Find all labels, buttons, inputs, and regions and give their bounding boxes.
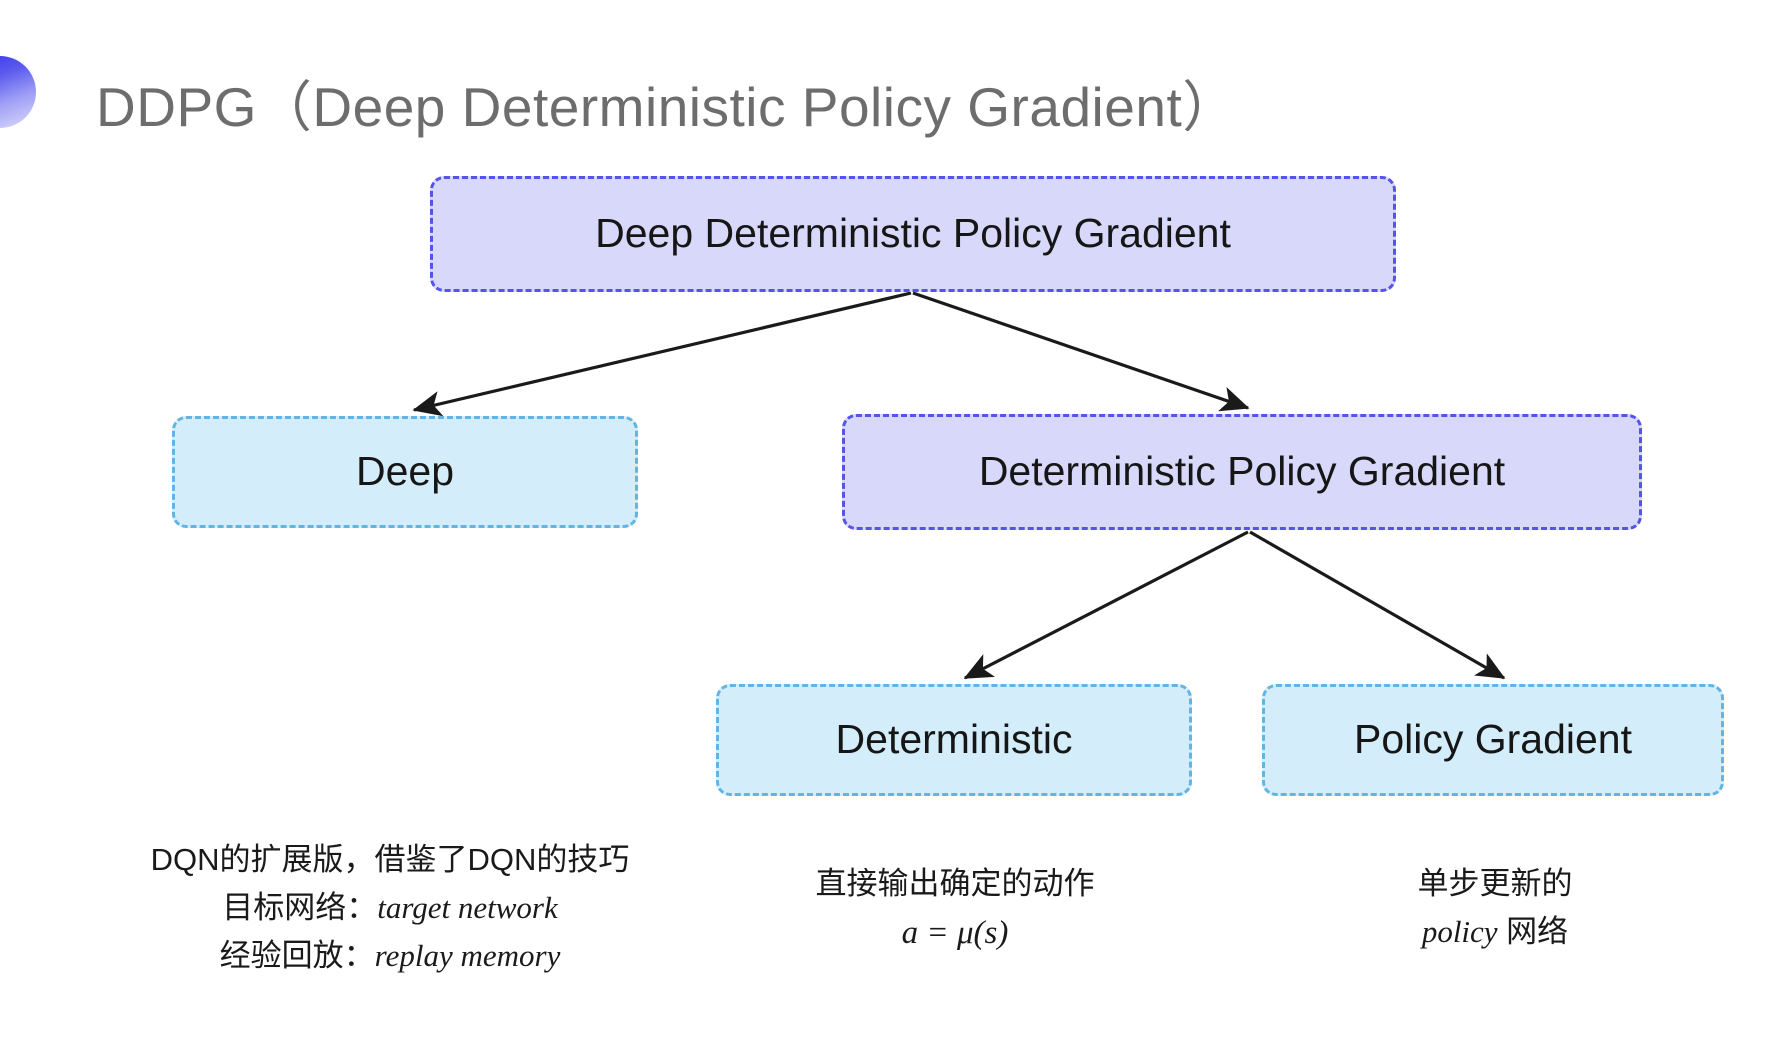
edge-dpg-to-deterministic <box>963 530 1249 680</box>
node-dpg-label: Deterministic Policy Gradient <box>978 448 1506 495</box>
caption-deep-line-2-value: target network <box>377 890 558 926</box>
edge-root-to-deep <box>412 291 912 417</box>
caption-deep-line-2-label: 目标网络： <box>222 890 378 926</box>
caption-deep-line-1: DQN的扩展版，借鉴了DQN的技巧 <box>150 842 630 877</box>
node-root[interactable]: Deep Deterministic Policy Gradient <box>430 176 1396 292</box>
caption-deterministic-formula: a = μ(s) <box>901 915 1009 952</box>
caption-deep: DQN的扩展版，借鉴了DQN的技巧 目标网络：target network 经验… <box>70 836 710 980</box>
node-policy-gradient[interactable]: Policy Gradient <box>1262 684 1724 796</box>
caption-deep-line-3-label: 经验回放： <box>219 938 375 974</box>
node-root-label: Deep Deterministic Policy Gradient <box>595 210 1231 257</box>
edge-root-to-dpg <box>912 291 1250 412</box>
half-circle-gradient-icon <box>0 56 36 128</box>
node-deterministic-policy-gradient[interactable]: Deterministic Policy Gradient <box>842 414 1642 530</box>
caption-policy-gradient: 单步更新的 policy 网络 <box>1270 860 1720 956</box>
page-title: DDPG（Deep Deterministic Policy Gradient） <box>96 76 1238 138</box>
node-policy-gradient-label: Policy Gradient <box>1353 716 1632 763</box>
node-deep-label: Deep <box>355 448 454 495</box>
caption-policy-gradient-line-2-value: policy <box>1421 914 1498 950</box>
caption-policy-gradient-line-1: 单步更新的 <box>1417 866 1573 901</box>
edge-dpg-to-policy-gradient <box>1249 530 1506 680</box>
node-deterministic[interactable]: Deterministic <box>716 684 1192 796</box>
node-deterministic-label: Deterministic <box>835 716 1073 763</box>
caption-deep-line-3: 经验回放：replay memory <box>70 932 710 980</box>
caption-policy-gradient-line-2: policy 网络 <box>1270 908 1720 956</box>
caption-deep-line-2: 目标网络：target network <box>70 884 710 932</box>
caption-deep-line-3-value: replay memory <box>374 938 561 974</box>
caption-deterministic: 直接输出确定的动作 a = μ(s) <box>700 860 1210 959</box>
caption-deterministic-line-1: 直接输出确定的动作 <box>815 866 1095 901</box>
node-deep[interactable]: Deep <box>172 416 638 528</box>
caption-policy-gradient-line-2-suffix: 网络 <box>1497 914 1569 950</box>
